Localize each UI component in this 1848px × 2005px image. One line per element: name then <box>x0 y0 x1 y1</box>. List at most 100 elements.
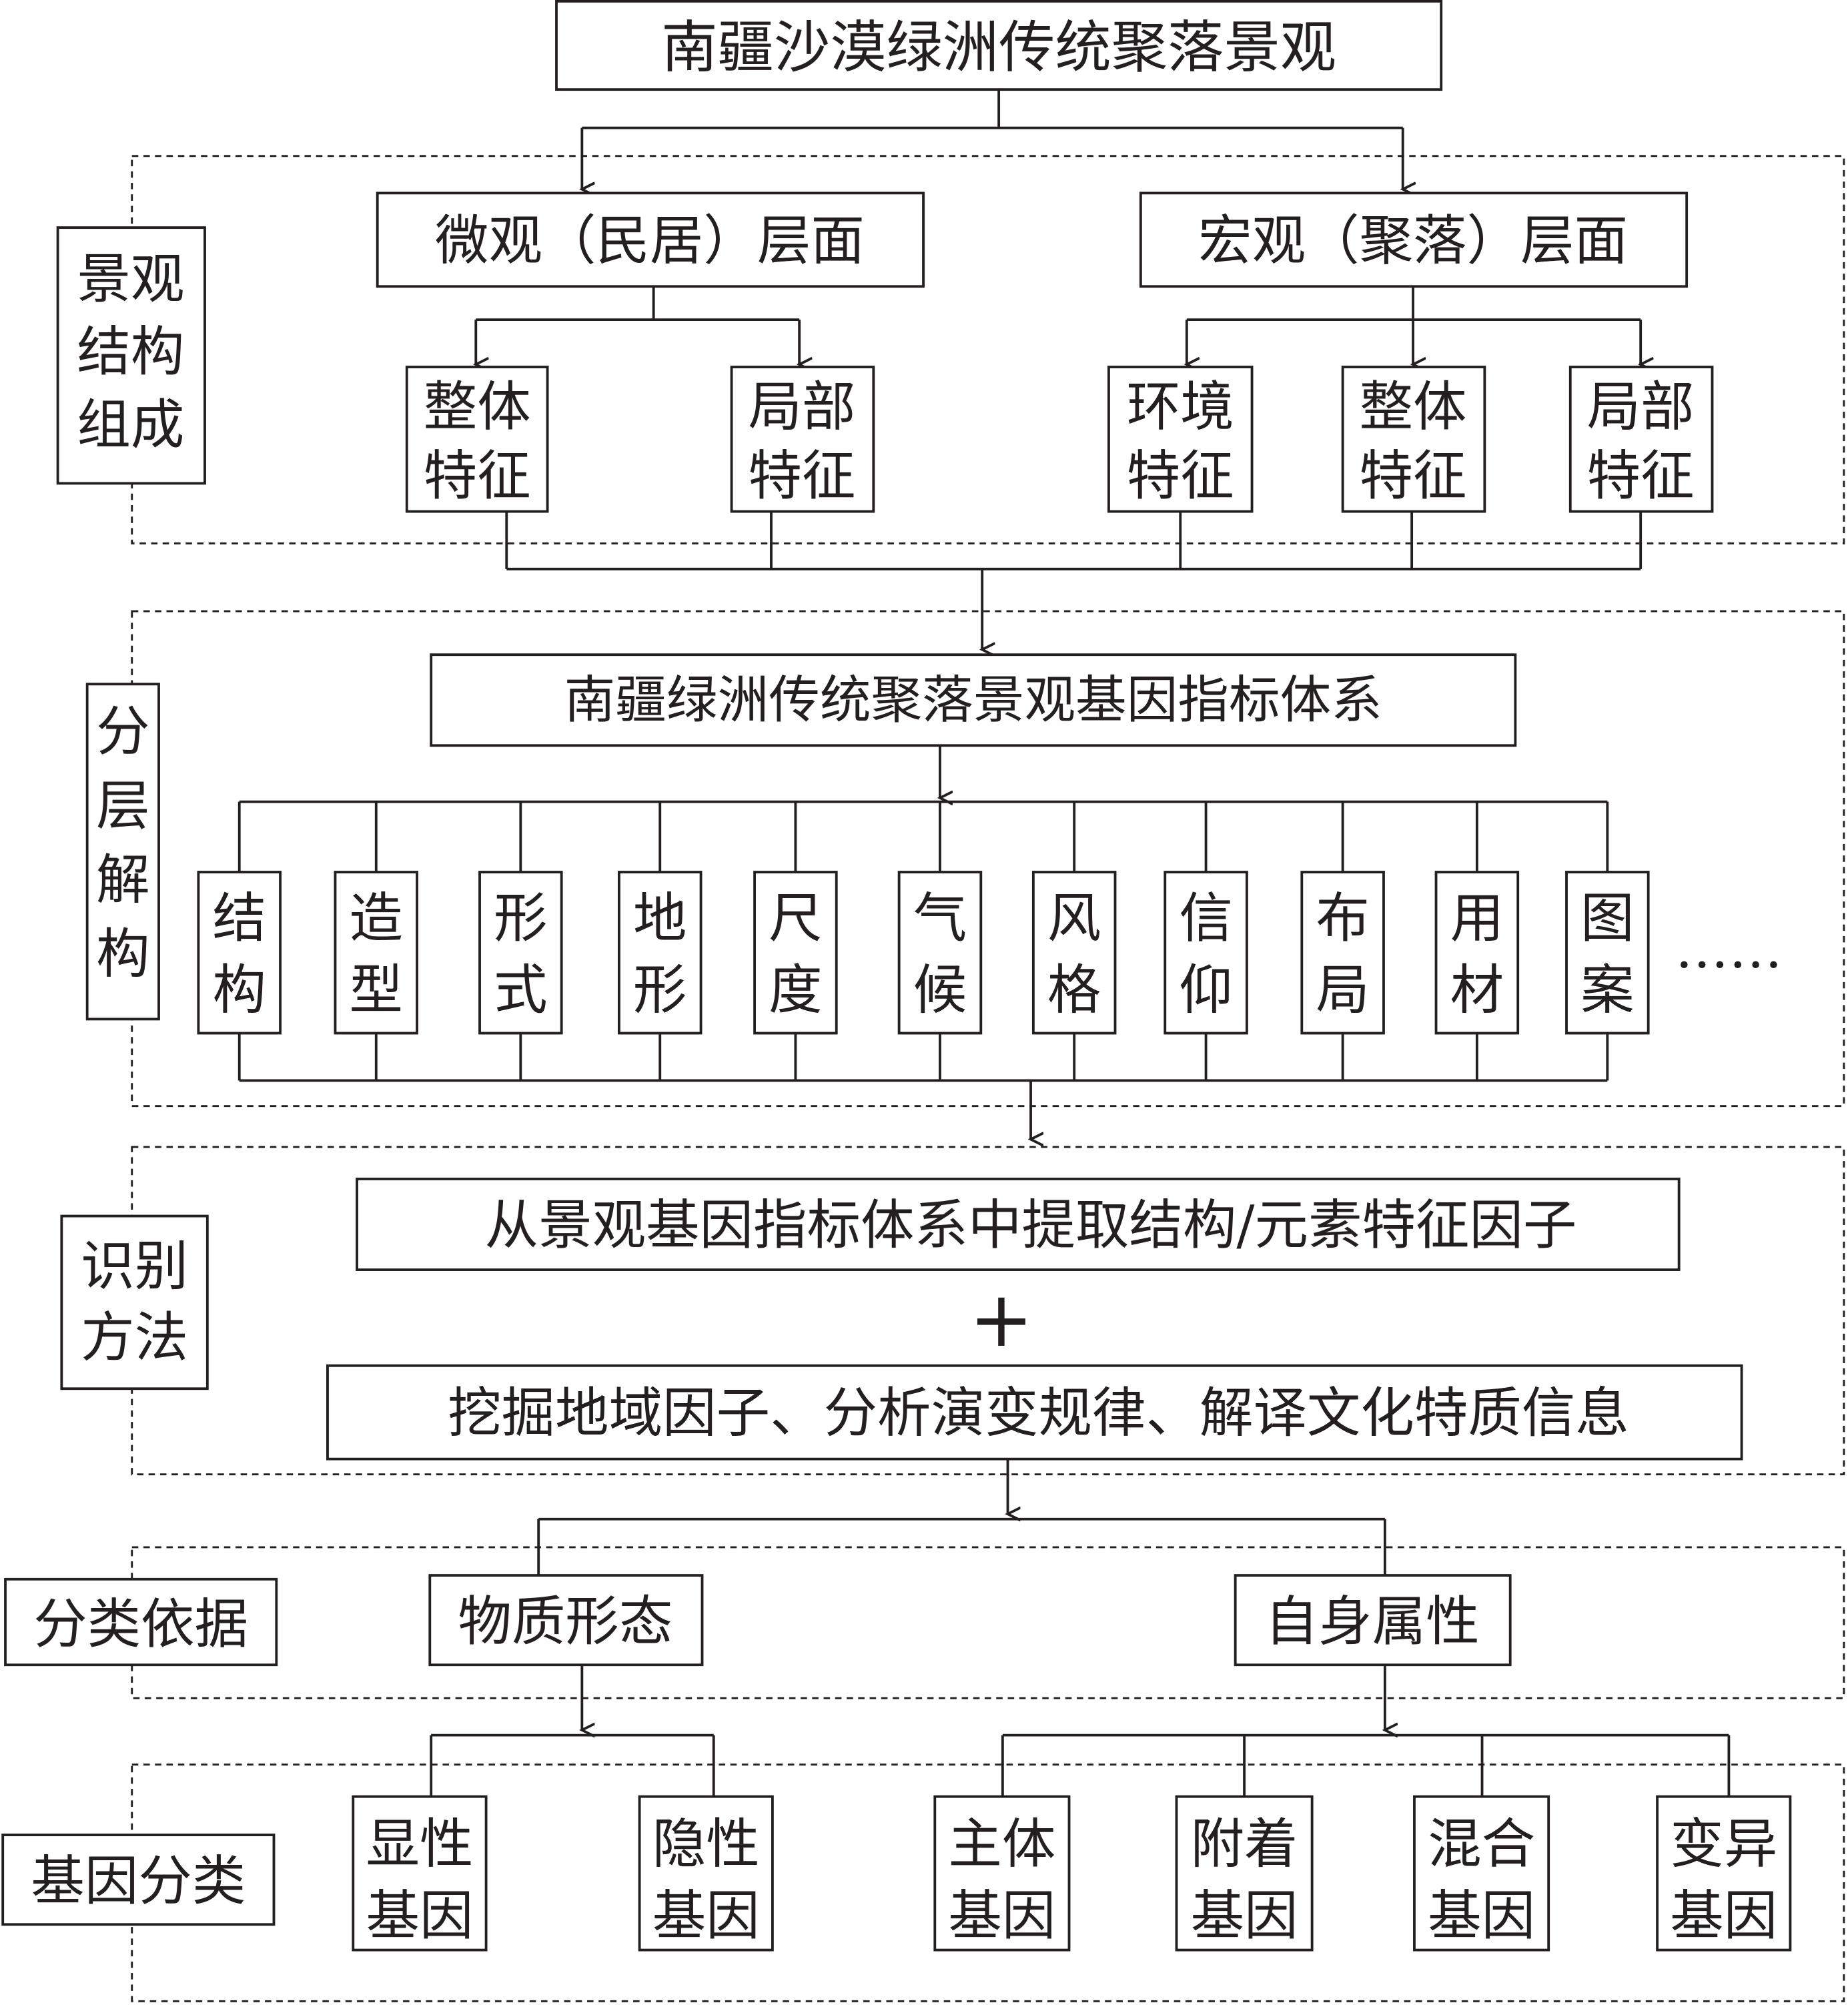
indicator-system-node: 南疆绿洲传统聚落景观基因指标体系 <box>430 653 1517 747</box>
label-line: 识别 <box>81 1234 188 1297</box>
node-text: 微观（民居）层面 <box>435 209 865 272</box>
node-text: 风 <box>1047 887 1101 949</box>
macro-whole-feature: 整体 特征 <box>1341 366 1486 513</box>
node-text: 基因 <box>1428 1884 1535 1947</box>
label-line: 构 <box>96 923 149 985</box>
node-text: 整体 <box>424 375 531 438</box>
node-text: 型 <box>350 958 404 1021</box>
node-text: 宏观（聚落）层面 <box>1198 209 1628 272</box>
ellipsis-text: …… <box>1675 917 1783 980</box>
material-form-node: 物质形态 <box>428 1574 704 1667</box>
node-text: 特征 <box>748 444 855 507</box>
node-text: 特征 <box>1360 444 1467 507</box>
node-text: 地 <box>633 887 687 949</box>
node-text: 局 <box>1316 958 1369 1021</box>
node-text: 从景观基因指标体系中提取结构/元素特征因子 <box>485 1194 1577 1256</box>
indicator-item: 信仰 <box>1164 801 1248 1081</box>
micro-whole-feature: 整体 特征 <box>405 366 549 513</box>
node-text: 挖掘地域因子、分析演变规律、解译文化特质信息 <box>448 1382 1629 1445</box>
indicator-item: 气候 <box>897 801 983 1081</box>
node-text: 气 <box>913 887 967 949</box>
node-text: 混合 <box>1428 1813 1535 1876</box>
macro-local-feature: 局部 特征 <box>1568 366 1714 513</box>
node-text: 构 <box>212 958 266 1021</box>
node-text: 形 <box>494 887 548 949</box>
node-text: 环境 <box>1127 375 1234 438</box>
mining-factors-node: 挖掘地域因子、分析演变规律、解译文化特质信息 <box>326 1364 1743 1461</box>
node-text: 基因 <box>652 1884 760 1947</box>
label-line: 景观 <box>77 248 184 310</box>
label-line: 方法 <box>81 1306 188 1369</box>
section-label-decomposition: 分 层 解 构 <box>85 683 160 1021</box>
node-text: 基因 <box>366 1884 473 1947</box>
title-text: 南疆沙漠绿洲传统聚落景观 <box>661 15 1336 80</box>
node-text: 材 <box>1450 958 1504 1021</box>
node-text: 度 <box>769 958 823 1021</box>
indicator-item: 形式 <box>478 801 563 1081</box>
node-text: 主体 <box>948 1813 1055 1876</box>
node-text: 结 <box>212 887 266 949</box>
indicator-item: 尺度 <box>753 801 838 1081</box>
title-node: 南疆沙漠绿洲传统聚落景观 <box>555 0 1443 91</box>
node-text: 自身属性 <box>1265 1590 1480 1653</box>
node-text: 基因 <box>1670 1884 1777 1947</box>
label-line: 层 <box>96 774 149 837</box>
section-label-structure: 景观 结构 组成 <box>56 226 206 485</box>
label-line: 分类依据 <box>33 1593 248 1655</box>
section-label-classification: 基因分类 <box>1 1834 276 1926</box>
node-text: 特征 <box>424 444 531 507</box>
node-text: 特征 <box>1127 444 1234 507</box>
label-line: 组成 <box>77 393 184 456</box>
connectors-basis <box>537 1459 1386 1576</box>
node-text: 案 <box>1580 958 1635 1021</box>
indicator-item: 造型 <box>334 801 419 1081</box>
node-text: 整体 <box>1360 375 1467 438</box>
node-text: 基因 <box>948 1884 1055 1947</box>
indicator-item: 用材 <box>1434 801 1520 1081</box>
label-line: 分 <box>96 700 149 763</box>
label-line: 结构 <box>77 320 184 383</box>
node-text: 显性 <box>366 1813 473 1876</box>
micro-local-feature: 局部 特征 <box>730 366 875 513</box>
indicator-item: 地形 <box>618 801 703 1081</box>
node-text: 附着 <box>1191 1813 1298 1876</box>
node-text: 变异 <box>1670 1813 1777 1876</box>
node-text: 布 <box>1316 887 1369 949</box>
node-text: 用 <box>1450 887 1504 949</box>
node-text: 候 <box>913 958 967 1021</box>
node-text: 局部 <box>748 375 855 438</box>
node-text: 特征 <box>1587 444 1695 507</box>
indicator-item: 结构 <box>197 801 282 1081</box>
connectors-features <box>505 511 1643 650</box>
label-line: 解 <box>96 849 149 911</box>
node-text: 局部 <box>1587 375 1695 438</box>
node-text: 格 <box>1047 958 1101 1021</box>
node-text: 信 <box>1179 887 1233 949</box>
connectors-title <box>582 89 1402 189</box>
connectors-classification <box>430 1665 1731 1797</box>
node-text: 基因 <box>1191 1884 1298 1947</box>
label-line: 基因分类 <box>31 1850 246 1912</box>
section-label-method: 识别 方法 <box>60 1214 209 1390</box>
indicator-item: 布局 <box>1300 801 1385 1081</box>
macro-environment-feature: 环境 特征 <box>1107 366 1254 513</box>
micro-level-node: 微观（民居）层面 <box>376 191 925 288</box>
node-text: 式 <box>494 958 548 1021</box>
node-text: 图 <box>1580 887 1635 949</box>
extract-factors-node: 从景观基因指标体系中提取结构/元素特征因子 <box>356 1178 1681 1271</box>
indicator-item: 图案 <box>1565 801 1650 1081</box>
connectors-levels <box>476 286 1641 364</box>
node-text: 南疆绿洲传统聚落景观基因指标体系 <box>564 671 1382 731</box>
indicator-item: 风格 <box>1031 801 1117 1081</box>
node-text: 造 <box>350 887 404 949</box>
macro-level-node: 宏观（聚落）层面 <box>1139 191 1689 288</box>
